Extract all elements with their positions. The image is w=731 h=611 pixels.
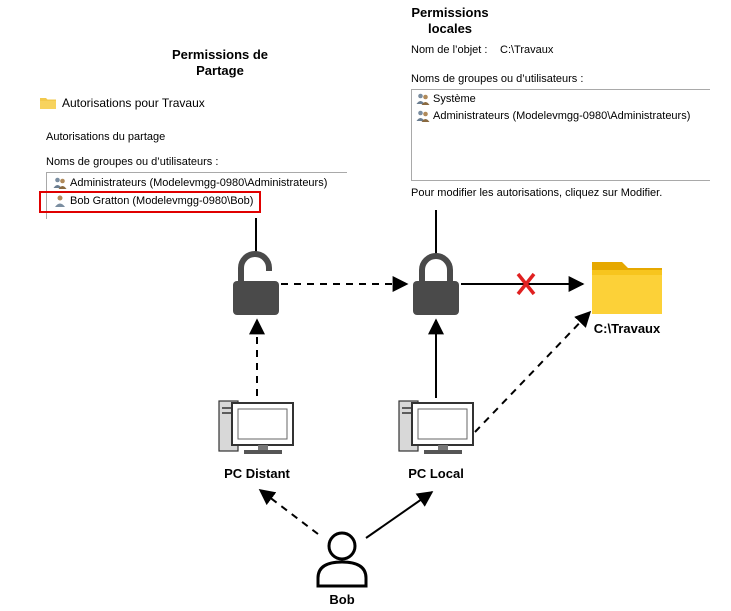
share-lock-icon	[233, 251, 279, 315]
users-icon	[416, 93, 430, 105]
users-icon	[416, 110, 430, 122]
pc-local-icon	[398, 400, 474, 454]
pc-local-label: PC Local	[408, 466, 464, 481]
pc-distant-icon	[218, 400, 294, 454]
list-item[interactable]: Bob Gratton (Modelevmgg-0980\Bob)	[53, 195, 253, 207]
share-entry-administrateurs: Administrateurs (Modelevmgg-0980\Adminis…	[70, 177, 328, 189]
local-title-line2: locales	[427, 21, 473, 36]
local-groups-label: Noms de groupes ou d’utilisateurs :	[411, 73, 584, 85]
object-name-value: C:\Travaux	[500, 44, 554, 56]
pc-distant-label: PC Distant	[224, 466, 290, 481]
object-name-label: Nom de l’objet :	[411, 44, 488, 56]
deny-x-icon	[516, 272, 536, 296]
bob-to-pc-distant-arrow	[258, 489, 319, 535]
bob-label: Bob	[329, 592, 355, 607]
list-item[interactable]: Administrateurs (Modelevmgg-0980\Adminis…	[416, 110, 690, 122]
local-groups-list[interactable]: Système Administrateurs (Modelevmgg-0980…	[411, 89, 710, 181]
share-folder-header: Autorisations pour Travaux	[40, 96, 205, 110]
local-entry-systeme: Système	[433, 93, 476, 105]
local-permissions-title: Permissions locales	[395, 5, 505, 37]
share-groups-label: Noms de groupes ou d’utilisateurs :	[46, 156, 219, 168]
share-title-line2: Partage	[196, 63, 244, 78]
share-section-label: Autorisations du partage	[46, 131, 166, 143]
share-title-line1: Permissions de	[171, 47, 269, 62]
local-entry-administrateurs: Administrateurs (Modelevmgg-0980\Adminis…	[433, 110, 691, 122]
user-icon	[316, 531, 368, 588]
bob-to-pc-local-arrow	[365, 491, 434, 539]
folder-label: C:\Travaux	[593, 321, 661, 336]
pc-local-to-folder-arrow	[474, 310, 592, 433]
local-title-line1: Permissions	[411, 5, 489, 20]
users-icon	[53, 177, 67, 189]
folder-icon	[592, 262, 662, 314]
share-entry-bob: Bob Gratton (Modelevmgg-0980\Bob)	[70, 195, 254, 207]
modify-note: Pour modifier les autorisations, cliquez…	[411, 187, 663, 199]
user-icon	[55, 195, 65, 207]
share-permissions-title: Permissions de Partage	[160, 47, 280, 79]
list-item[interactable]: Administrateurs (Modelevmgg-0980\Adminis…	[53, 177, 327, 189]
list-item[interactable]: Système	[416, 93, 476, 105]
bob-highlight-box	[39, 191, 261, 213]
local-lock-icon	[413, 253, 459, 315]
folder-icon	[40, 98, 56, 109]
share-folder-title: Autorisations pour Travaux	[62, 96, 205, 110]
